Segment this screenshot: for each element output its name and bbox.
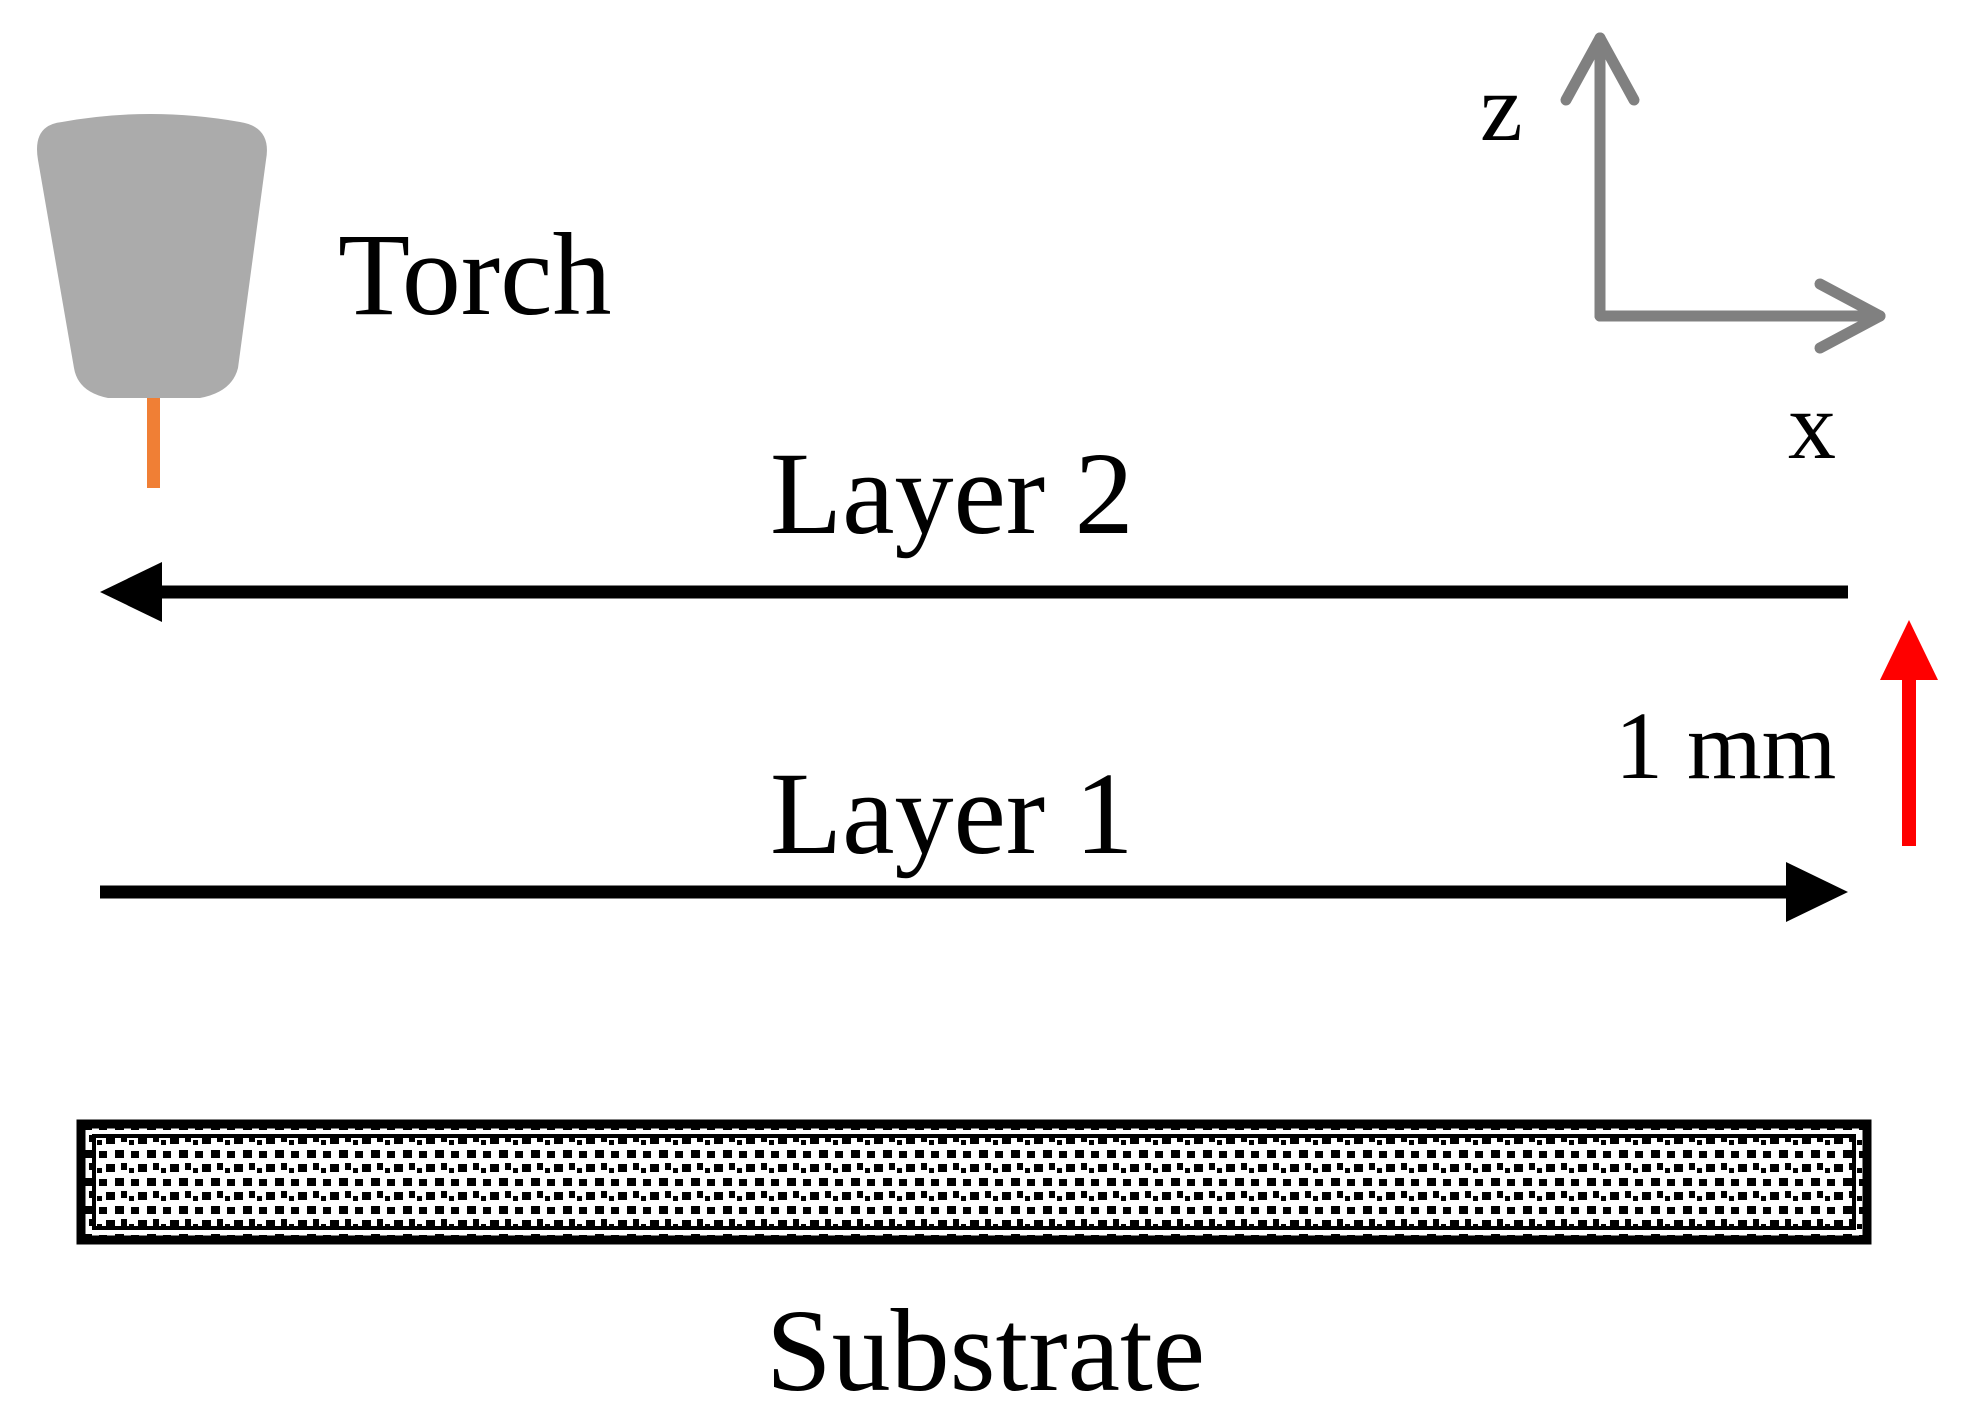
layer2-label: Layer 2 <box>770 428 1134 559</box>
torch-body <box>37 114 267 398</box>
z-axis-arrowhead-icon <box>1560 32 1640 106</box>
layer-step-label: 1 mm <box>1615 692 1837 799</box>
z-axis-label: z <box>1480 54 1523 161</box>
step-arrowhead-icon <box>1880 620 1938 680</box>
xz-coordinate-axes-icon <box>1560 32 1886 354</box>
layer1-label: Layer 1 <box>770 748 1134 879</box>
layer2-arrowhead-icon <box>100 562 162 622</box>
x-axis-arrowhead-icon <box>1814 278 1886 354</box>
torch-wire <box>147 398 160 488</box>
torch-label: Torch <box>338 209 612 340</box>
torch-icon <box>37 114 267 488</box>
layer1-arrowhead-icon <box>1786 862 1848 922</box>
layer-step-arrow <box>1880 620 1938 846</box>
substrate-label: Substrate <box>766 1285 1206 1416</box>
substrate-block <box>76 1119 1872 1245</box>
layer1-path-arrow <box>100 862 1848 922</box>
layer2-path-arrow <box>100 562 1848 622</box>
x-axis-label: x <box>1788 372 1836 479</box>
